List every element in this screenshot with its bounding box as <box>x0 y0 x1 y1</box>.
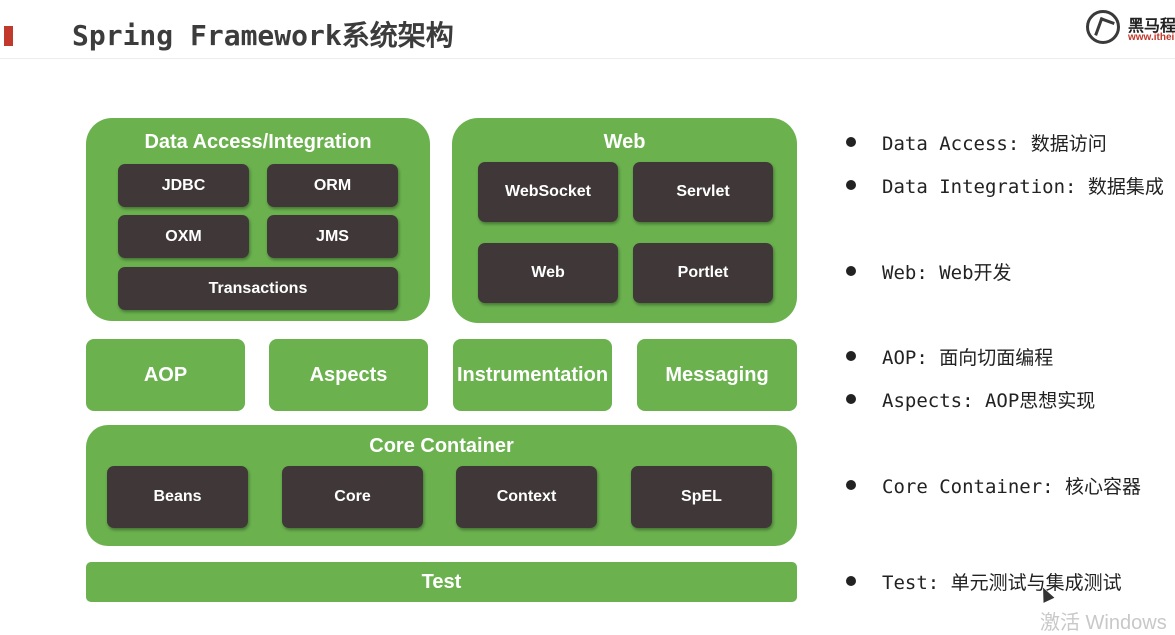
websocket-box: WebSocket <box>478 162 618 222</box>
note-item: AOP: 面向切面编程 <box>846 343 1053 369</box>
bullet-dot-icon <box>846 576 856 586</box>
note-text: Test: 单元测试与集成测试 <box>882 571 1122 594</box>
horse-logo-icon <box>1086 10 1120 44</box>
note-text: Web: Web开发 <box>882 261 1012 284</box>
spel-box: SpEL <box>631 466 772 528</box>
web-sub-box: Web <box>478 243 618 303</box>
web-title: Web <box>603 131 646 153</box>
bullet-dot-icon <box>846 137 856 147</box>
note-text: Data Access: 数据访问 <box>882 132 1107 155</box>
note-text: AOP: 面向切面编程 <box>882 346 1054 369</box>
note-text: Aspects: AOP思想实现 <box>882 389 1096 412</box>
jdbc-box: JDBC <box>118 164 249 207</box>
logo-name: 黑马程 <box>1128 18 1175 35</box>
note-text: Data Integration: 数据集成 <box>882 175 1164 198</box>
instrumentation-box: Instrumentation <box>453 339 612 411</box>
note-item: Core Container: 核心容器 <box>846 472 1141 498</box>
aop-box: AOP <box>86 339 245 411</box>
jms-box: JMS <box>267 215 398 258</box>
note-item: Test: 单元测试与集成测试 <box>846 568 1122 594</box>
beans-box: Beans <box>107 466 248 528</box>
bullet-dot-icon <box>846 180 856 190</box>
messaging-box: Messaging <box>637 339 797 411</box>
slide-title: Spring Framework系统架构 <box>72 19 454 52</box>
bullet-dot-icon <box>846 266 856 276</box>
note-item: Data Access: 数据访问 <box>846 129 1107 155</box>
note-item: Web: Web开发 <box>846 258 1012 284</box>
logo-url: www.itheim <box>1128 32 1175 43</box>
portlet-box: Portlet <box>633 243 773 303</box>
core-box: Core <box>282 466 423 528</box>
test-box: Test <box>86 562 797 602</box>
context-box: Context <box>456 466 597 528</box>
data-access-module: Data Access/Integration JDBC ORM OXM JMS… <box>86 118 430 321</box>
servlet-box: Servlet <box>633 162 773 222</box>
title-accent-bar <box>4 26 13 46</box>
note-item: Data Integration: 数据集成 <box>846 172 1164 198</box>
core-container-module: Core Container Beans Core Context SpEL <box>86 425 797 546</box>
aspects-box: Aspects <box>269 339 428 411</box>
note-text: Core Container: 核心容器 <box>882 475 1142 498</box>
web-module: Web WebSocket Servlet Web Portlet <box>452 118 797 323</box>
oxm-box: OXM <box>118 215 249 258</box>
orm-box: ORM <box>267 164 398 207</box>
title-divider <box>0 58 1175 59</box>
bullet-dot-icon <box>846 394 856 404</box>
note-item: Aspects: AOP思想实现 <box>846 386 1095 412</box>
bullet-dot-icon <box>846 351 856 361</box>
data-access-title: Data Access/Integration <box>144 131 372 153</box>
brand-logo: 黑马程 www.itheim <box>1086 8 1175 48</box>
windows-activation-watermark: 激活 Windows <box>1040 612 1167 634</box>
transactions-box: Transactions <box>118 267 398 310</box>
core-container-title: Core Container <box>369 435 514 457</box>
bullet-dot-icon <box>846 480 856 490</box>
